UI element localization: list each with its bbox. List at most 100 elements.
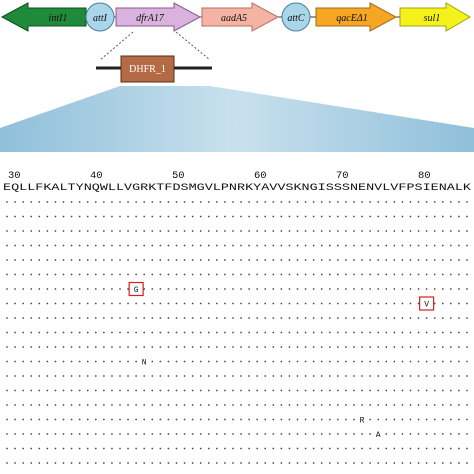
match-dot (264, 331, 267, 334)
match-dot (94, 259, 97, 261)
match-dot (401, 201, 404, 203)
match-dot (369, 462, 371, 464)
match-dot (167, 288, 170, 290)
match-dot (78, 273, 81, 276)
match-dot (159, 404, 162, 406)
match-dot (312, 346, 315, 348)
match-dot (240, 360, 242, 363)
site-label-attI: attI (93, 13, 108, 24)
match-dot (312, 201, 315, 203)
match-dot (304, 259, 307, 261)
match-dot (328, 230, 331, 232)
match-dot (401, 215, 404, 218)
match-dot (433, 433, 436, 435)
match-dot (167, 215, 170, 218)
match-dot (441, 317, 444, 319)
match-dot (78, 331, 81, 334)
match-dot (441, 215, 444, 218)
match-dot (22, 433, 25, 435)
match-dot (320, 375, 323, 377)
match-dot (264, 302, 267, 305)
match-dot (377, 201, 380, 203)
match-dot (248, 302, 250, 305)
match-dot (433, 418, 436, 421)
match-dot (328, 418, 331, 421)
match-dot (119, 201, 121, 203)
match-dot (401, 404, 404, 406)
match-dot (393, 317, 396, 319)
match-dot (466, 375, 468, 377)
position-label: 60 (254, 170, 267, 182)
match-dot (441, 404, 444, 406)
match-dot (86, 331, 89, 334)
match-dot (248, 404, 250, 406)
match-dot (264, 244, 267, 247)
match-dot (441, 462, 444, 464)
match-dot (393, 288, 396, 290)
match-dot (6, 230, 8, 232)
match-dot (256, 288, 259, 290)
match-dot (22, 462, 25, 464)
match-dot (215, 288, 218, 290)
match-dot (159, 447, 162, 450)
match-dot (127, 447, 129, 450)
match-dot (78, 360, 81, 363)
match-dot (167, 230, 170, 232)
match-dot (433, 288, 436, 290)
match-dot (337, 244, 339, 247)
match-dot (215, 230, 218, 232)
match-dot (425, 389, 428, 392)
match-dot (248, 346, 250, 348)
match-dot (361, 244, 363, 247)
match-dot (458, 346, 460, 348)
match-dot (78, 259, 81, 261)
match-dot (337, 331, 339, 334)
match-dot (151, 375, 154, 377)
match-dot (240, 259, 242, 261)
match-dot (183, 244, 186, 247)
match-dot (264, 259, 267, 261)
match-dot (103, 389, 105, 392)
match-dot (159, 331, 162, 334)
match-dot (328, 317, 331, 319)
match-dot (54, 447, 57, 450)
match-dot (175, 302, 178, 305)
match-dot (30, 346, 33, 348)
match-dot (167, 302, 170, 305)
match-dot (441, 389, 444, 392)
match-dot (272, 433, 275, 435)
match-dot (385, 273, 388, 276)
gene-label-intI1: intI1 (49, 13, 68, 24)
match-dot (377, 244, 380, 247)
match-dot (288, 346, 291, 348)
match-dot (224, 375, 226, 377)
match-dot (46, 288, 49, 290)
match-dot (240, 433, 242, 435)
match-dot (466, 418, 468, 421)
match-dot (135, 302, 137, 305)
match-dot (458, 230, 460, 232)
match-dot (6, 418, 8, 421)
match-dot (385, 433, 388, 435)
match-dot (54, 389, 57, 392)
match-dot (119, 273, 121, 276)
match-dot (449, 404, 452, 406)
match-dot (296, 317, 299, 319)
match-dot (78, 244, 81, 247)
match-dot (38, 331, 41, 334)
match-dot (248, 360, 250, 363)
match-dot (78, 288, 81, 290)
match-dot (127, 201, 129, 203)
match-dot (433, 389, 436, 392)
match-dot (449, 244, 452, 247)
match-dot (288, 302, 291, 305)
match-dot (111, 389, 113, 392)
match-dot (458, 259, 460, 261)
match-dot (151, 230, 154, 232)
match-dot (183, 288, 186, 290)
match-dot (14, 302, 16, 305)
match-dot (296, 244, 299, 247)
match-dot (385, 215, 388, 218)
match-dot (215, 201, 218, 203)
match-dot (377, 273, 380, 276)
